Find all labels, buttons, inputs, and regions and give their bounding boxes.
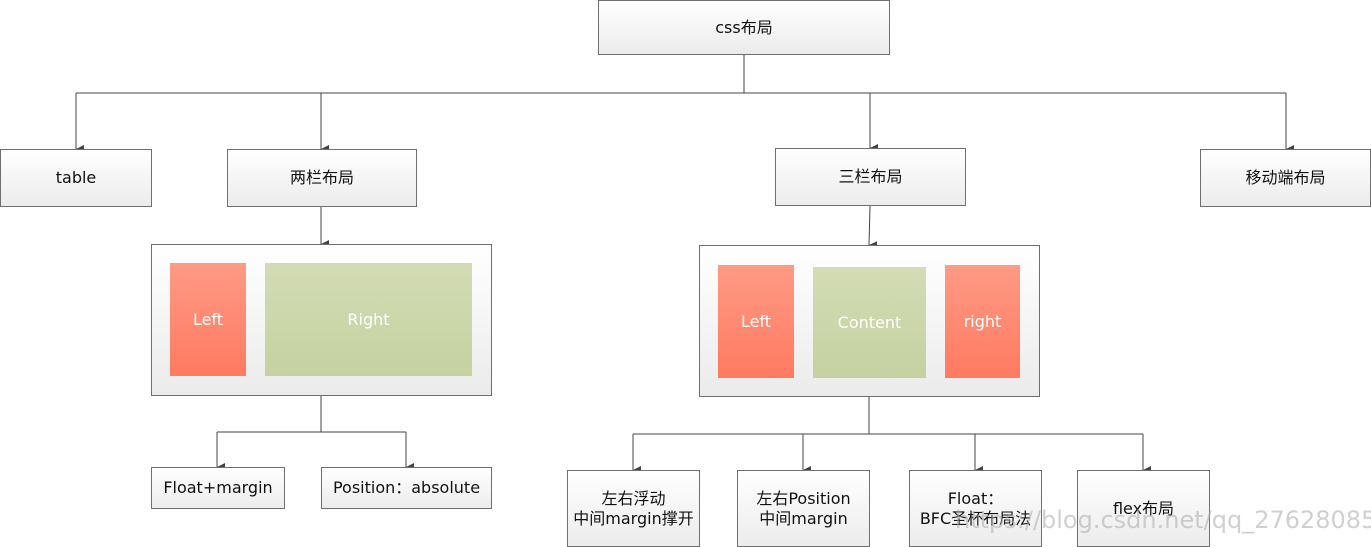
float-margin-node: Float+margin — [151, 467, 285, 509]
flex-layout-node: flex布局 — [1077, 470, 1210, 547]
three-column-content-block: Content — [813, 267, 926, 378]
three-column-right-block: right — [945, 265, 1020, 378]
two-column-right-block: Right — [265, 263, 472, 376]
table-node: table — [0, 149, 152, 207]
position-absolute-node: Position：absolute — [321, 467, 492, 509]
two-column-diagram: Left Right — [151, 244, 492, 396]
two-column-node: 两栏布局 — [227, 149, 417, 207]
two-column-left-block: Left — [170, 263, 246, 376]
mobile-layout-node: 移动端布局 — [1200, 149, 1371, 207]
left-right-float-node: 左右浮动 中间margin撑开 — [567, 470, 700, 547]
left-right-position-node: 左右Position 中间margin — [737, 470, 870, 547]
watermark: https://blog.csdn.net/qq_27628085 — [955, 506, 1371, 534]
three-column-diagram: Left Content right — [699, 245, 1040, 397]
root-node: css布局 — [598, 0, 890, 55]
three-column-node: 三栏布局 — [775, 148, 966, 206]
three-column-left-block: Left — [718, 265, 794, 378]
